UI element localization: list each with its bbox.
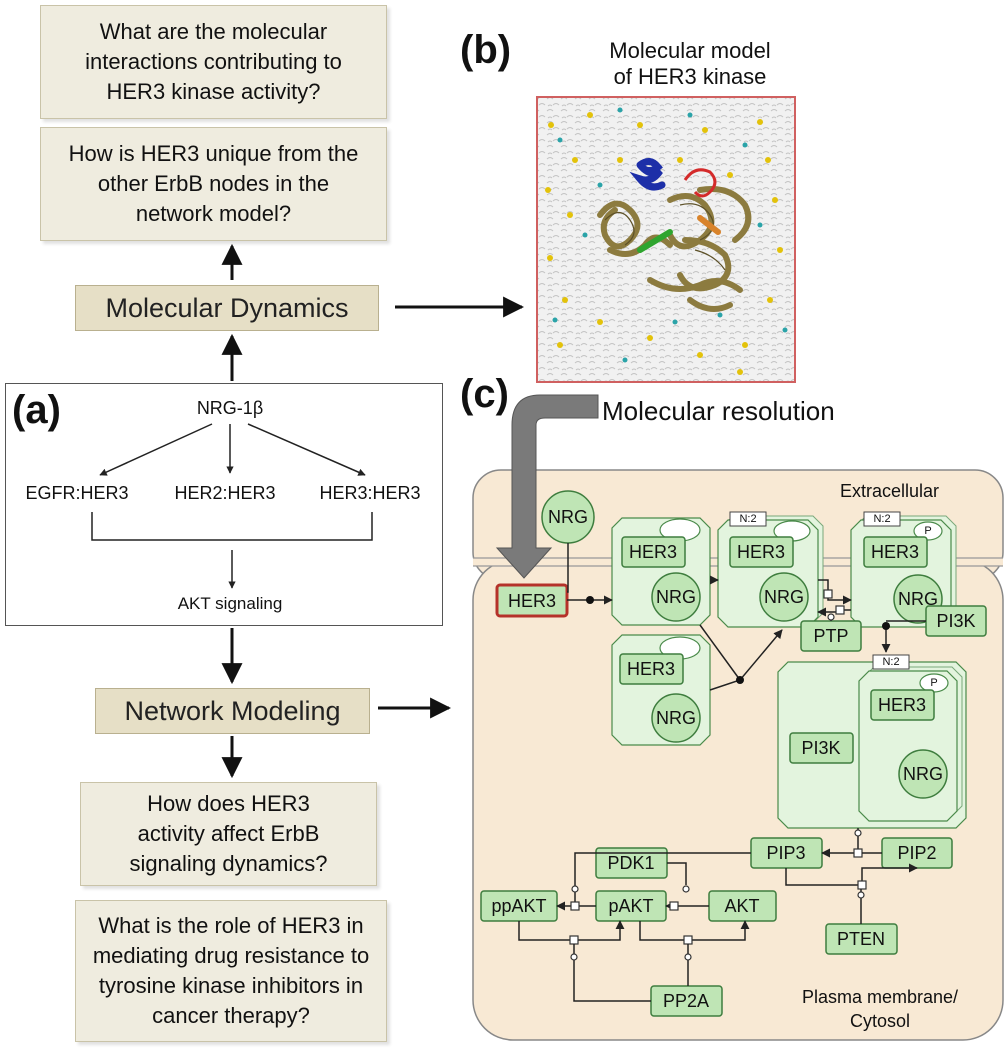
node-pip3: PIP3	[750, 837, 823, 869]
complex-her3-nrg-phospho: N:2 P HER3 NRG	[850, 511, 957, 628]
molecular-model-title: Molecular model of HER3 kinase	[609, 38, 771, 89]
svg-text:HER3: HER3	[737, 542, 785, 562]
svg-text:HER3: HER3	[629, 542, 677, 562]
svg-text:N:2: N:2	[873, 513, 890, 525]
cytosol-label: Plasma membrane/ Cytosol	[801, 987, 959, 1031]
node-ppakt: ppAKT	[480, 890, 558, 922]
node-pakt: pAKT	[595, 890, 667, 922]
svg-text:NRG: NRG	[656, 587, 696, 607]
complex-her3-nrg-dimer: N:2 HER3 NRG	[717, 511, 824, 628]
question-signaling-dynamics: How does HER3 activity affect ErbB signa…	[80, 782, 377, 886]
svg-text:pAKT: pAKT	[608, 896, 653, 916]
svg-text:NRG: NRG	[548, 507, 588, 527]
question-drug-resistance: What is the role of HER3 in mediating dr…	[75, 900, 387, 1042]
akt-signaling-label: AKT signaling	[177, 594, 283, 613]
molecular-dynamics-step: Molecular Dynamics	[75, 285, 379, 331]
svg-text:PP2A: PP2A	[663, 991, 709, 1011]
svg-text:ppAKT: ppAKT	[491, 896, 546, 916]
svg-text:PIP2: PIP2	[897, 843, 936, 863]
panel-a-label: (a)	[12, 388, 61, 432]
complex-pi3k-her3: N:2 P HER3 NRG PI3K	[777, 654, 967, 829]
svg-text:PTEN: PTEN	[837, 929, 885, 949]
svg-text:NRG: NRG	[656, 708, 696, 728]
svg-text:NRG: NRG	[903, 764, 943, 784]
svg-text:HER3: HER3	[627, 659, 675, 679]
network-edges	[518, 543, 926, 1002]
svg-text:N:2: N:2	[882, 656, 899, 668]
svg-text:N:2: N:2	[739, 513, 756, 525]
dimer-her2-her3: HER2:HER3	[174, 483, 276, 503]
complex-her3-nrg-2: HER3 NRG	[611, 634, 711, 746]
ligand-label: NRG-1β	[196, 398, 264, 418]
svg-text:AKT: AKT	[724, 896, 759, 916]
node-nrg-free: NRG	[541, 490, 595, 544]
svg-text:PDK1: PDK1	[607, 853, 654, 873]
svg-text:PI3K: PI3K	[801, 738, 840, 758]
svg-text:HER3: HER3	[871, 542, 919, 562]
svg-text:NRG: NRG	[764, 587, 804, 607]
dimer-her3-her3: HER3:HER3	[319, 483, 421, 503]
network-modeling-step: Network Modeling	[95, 688, 370, 734]
svg-text:HER3: HER3	[508, 591, 556, 611]
svg-text:NRG: NRG	[898, 589, 938, 609]
node-akt: AKT	[708, 890, 777, 922]
svg-text:HER3: HER3	[878, 695, 926, 715]
svg-text:P: P	[930, 677, 937, 689]
panel-b-label: (b)	[460, 28, 512, 72]
complex-her3-nrg-1: HER3 NRG	[611, 517, 711, 626]
question-molecular-interactions: What are the molecular interactions cont…	[40, 5, 387, 119]
svg-text:PTP: PTP	[813, 626, 848, 646]
svg-text:P: P	[924, 525, 931, 537]
dimer-egfr-her3: EGFR:HER3	[25, 483, 129, 503]
question-her3-uniqueness: How is HER3 unique from the other ErbB n…	[40, 127, 387, 241]
node-pi3k: PI3K	[925, 605, 987, 637]
panel-a-frame	[5, 383, 443, 626]
svg-text:PI3K: PI3K	[936, 611, 975, 631]
node-pten: PTEN	[825, 923, 898, 955]
molecular-resolution-label: Molecular resolution	[602, 396, 835, 426]
node-ptp: PTP	[800, 620, 862, 652]
node-pip2: PIP2	[881, 837, 953, 869]
node-pp2a: PP2A	[650, 985, 723, 1017]
extracellular-label: Extracellular	[840, 481, 940, 501]
svg-text:PIP3: PIP3	[766, 843, 805, 863]
node-her3-free: HER3	[495, 583, 569, 618]
